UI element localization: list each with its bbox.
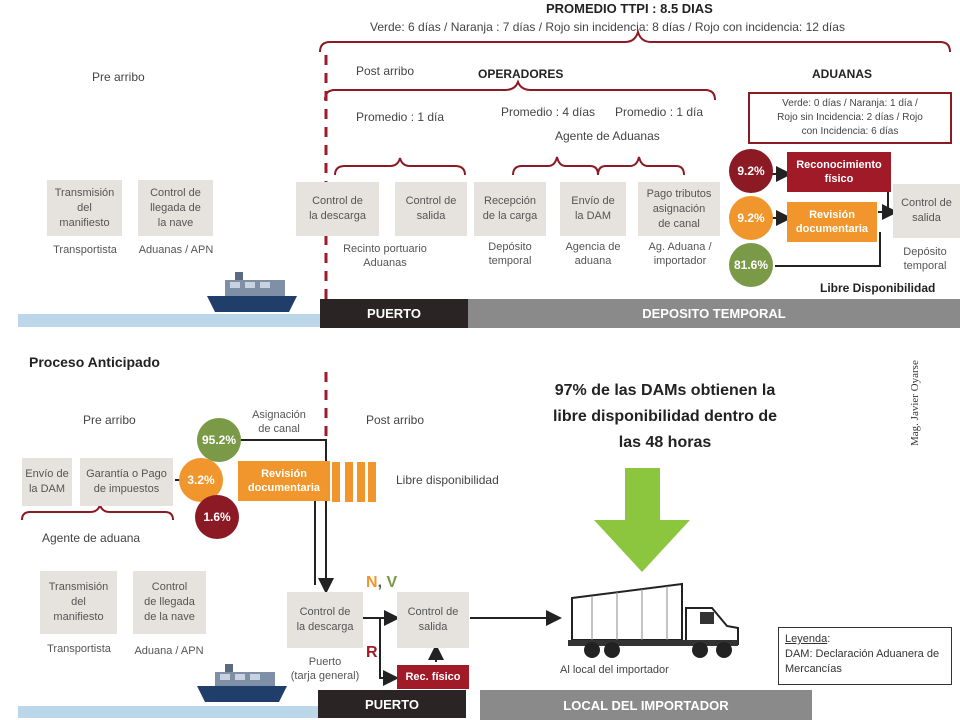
revision-documentaria-box: Revisión documentaria (787, 202, 877, 242)
bottom-pct-red: 1.6% (195, 495, 239, 539)
r-label: R (366, 644, 378, 661)
aduanas-legend: Verde: 0 días / Naranja: 1 día / Rojo si… (748, 92, 952, 144)
deposito-caption: Depósito temporal (488, 241, 532, 267)
aduanas-label: ADUANAS (812, 67, 872, 81)
pct-red-circle: 9.2% (729, 149, 773, 193)
deposito2-caption: Depósito temporal (903, 246, 947, 272)
local-importador-caption: Al local del importador (560, 664, 669, 676)
operadores-label: OPERADORES (478, 67, 564, 81)
legend-text: DAM: Declaración Aduanera de Mercancías (785, 648, 940, 675)
agente-aduana-label: Agente de aduana (42, 531, 141, 545)
bottom-pct-orange: 3.2% (179, 458, 223, 502)
legend-box: Leyenda: DAM: Declaración Aduanera de Me… (778, 627, 952, 685)
bottom-pre-arribo: Pre arribo (83, 413, 136, 427)
rec-fisico-box: Rec. físico (397, 665, 469, 689)
bottom-transmision-box: Transmisión del manifiesto (40, 571, 117, 634)
transportista-caption: Transportista (53, 244, 117, 256)
ship-icon (205, 270, 297, 316)
pct-orange-circle: 9.2% (729, 196, 773, 240)
promedio-4-label: Promedio : 4 días (501, 105, 596, 119)
legend-colon: : (827, 633, 831, 645)
bottom-post-arribo: Post arribo (366, 413, 425, 427)
aduanas-apn-caption: Aduanas / APN (138, 244, 214, 256)
pago-tributos-box: Pago tributos asignación de canal (638, 182, 720, 236)
promedio-1-label: Promedio : 1 día (356, 110, 445, 124)
bottom-aduana-apn: Aduana / APN (134, 645, 204, 657)
control-salida-aduanas-box: Control de salida (893, 184, 960, 238)
recinto-caption: Recinto portuario Aduanas (343, 243, 427, 269)
envio-dam-box: Envío de la DAM (560, 182, 626, 236)
pre-arribo-label: Pre arribo (92, 70, 145, 84)
bottom-water-strip (18, 706, 320, 718)
transmision-manifiesto-box: Transmisión del manifiesto (47, 180, 122, 236)
control-descarga-box: Control de la descarga (296, 182, 379, 236)
control-llegada-box: Control de llegada de la nave (138, 180, 213, 236)
header-subtitle: Verde: 6 días / Naranja : 7 días / Rojo … (370, 20, 845, 34)
control-salida-box: Control de salida (395, 182, 467, 236)
puerto-bar: PUERTO (320, 299, 468, 328)
water-strip (18, 314, 320, 327)
bottom-pct-green: 95.2% (197, 418, 241, 462)
truck-icon (562, 578, 744, 662)
legend-title: Leyenda (785, 633, 828, 645)
legend-title-row: Leyenda: (785, 632, 945, 647)
bottom-envio-dam-box: Envío de la DAM (22, 458, 72, 506)
bottom-control-salida-box: Control de salida (397, 592, 469, 648)
libre-disponibilidad-label: Libre Disponibilidad (820, 281, 936, 295)
green-down-arrow (594, 468, 690, 572)
watermark: Mag. Javier Oyarse (909, 360, 921, 446)
bottom-revision-box: Revisión documentaria (238, 461, 330, 501)
recepcion-carga-box: Recepción de la carga (474, 182, 546, 236)
header-title: PROMEDIO TTPI : 8.5 DIAS (546, 1, 713, 16)
post-arribo-label: Post arribo (356, 64, 415, 78)
promedio-1b-label: Promedio : 1 día (615, 105, 704, 119)
headline: 97% de las DAMs obtienen la libre dispon… (552, 382, 777, 451)
reconocimiento-fisico-box: Reconocimiento físico (787, 152, 891, 192)
libre-disp-label: Libre disponibilidad (396, 473, 499, 487)
puerto-tarja-caption: Puerto (tarja general) (290, 656, 360, 682)
agencia-caption: Agencia de aduana (565, 241, 621, 267)
asignacion-canal-label: Asignación de canal (252, 409, 306, 435)
bottom-control-descarga-box: Control de la descarga (287, 592, 363, 648)
garantia-box: Garantía o Pago de impuestos (80, 458, 173, 506)
deposito-temporal-bar: DEPOSITO TEMPORAL (468, 299, 960, 328)
agente-aduanas-label: Agente de Aduanas (555, 129, 660, 143)
pct-green-circle: 81.6% (729, 243, 773, 287)
ag-aduana-caption: Ag. Aduana / importador (648, 241, 712, 267)
local-importador-bar: LOCAL DEL IMPORTADOR (480, 690, 812, 720)
bottom-puerto-bar: PUERTO (318, 690, 466, 718)
proceso-anticipado-title: Proceso Anticipado (29, 354, 160, 370)
nv-label: N, V (366, 574, 398, 591)
bottom-control-llegada-box: Control de llegada de la nave (133, 571, 206, 634)
bottom-transportista: Transportista (47, 643, 111, 655)
bottom-ship-icon (195, 662, 287, 706)
